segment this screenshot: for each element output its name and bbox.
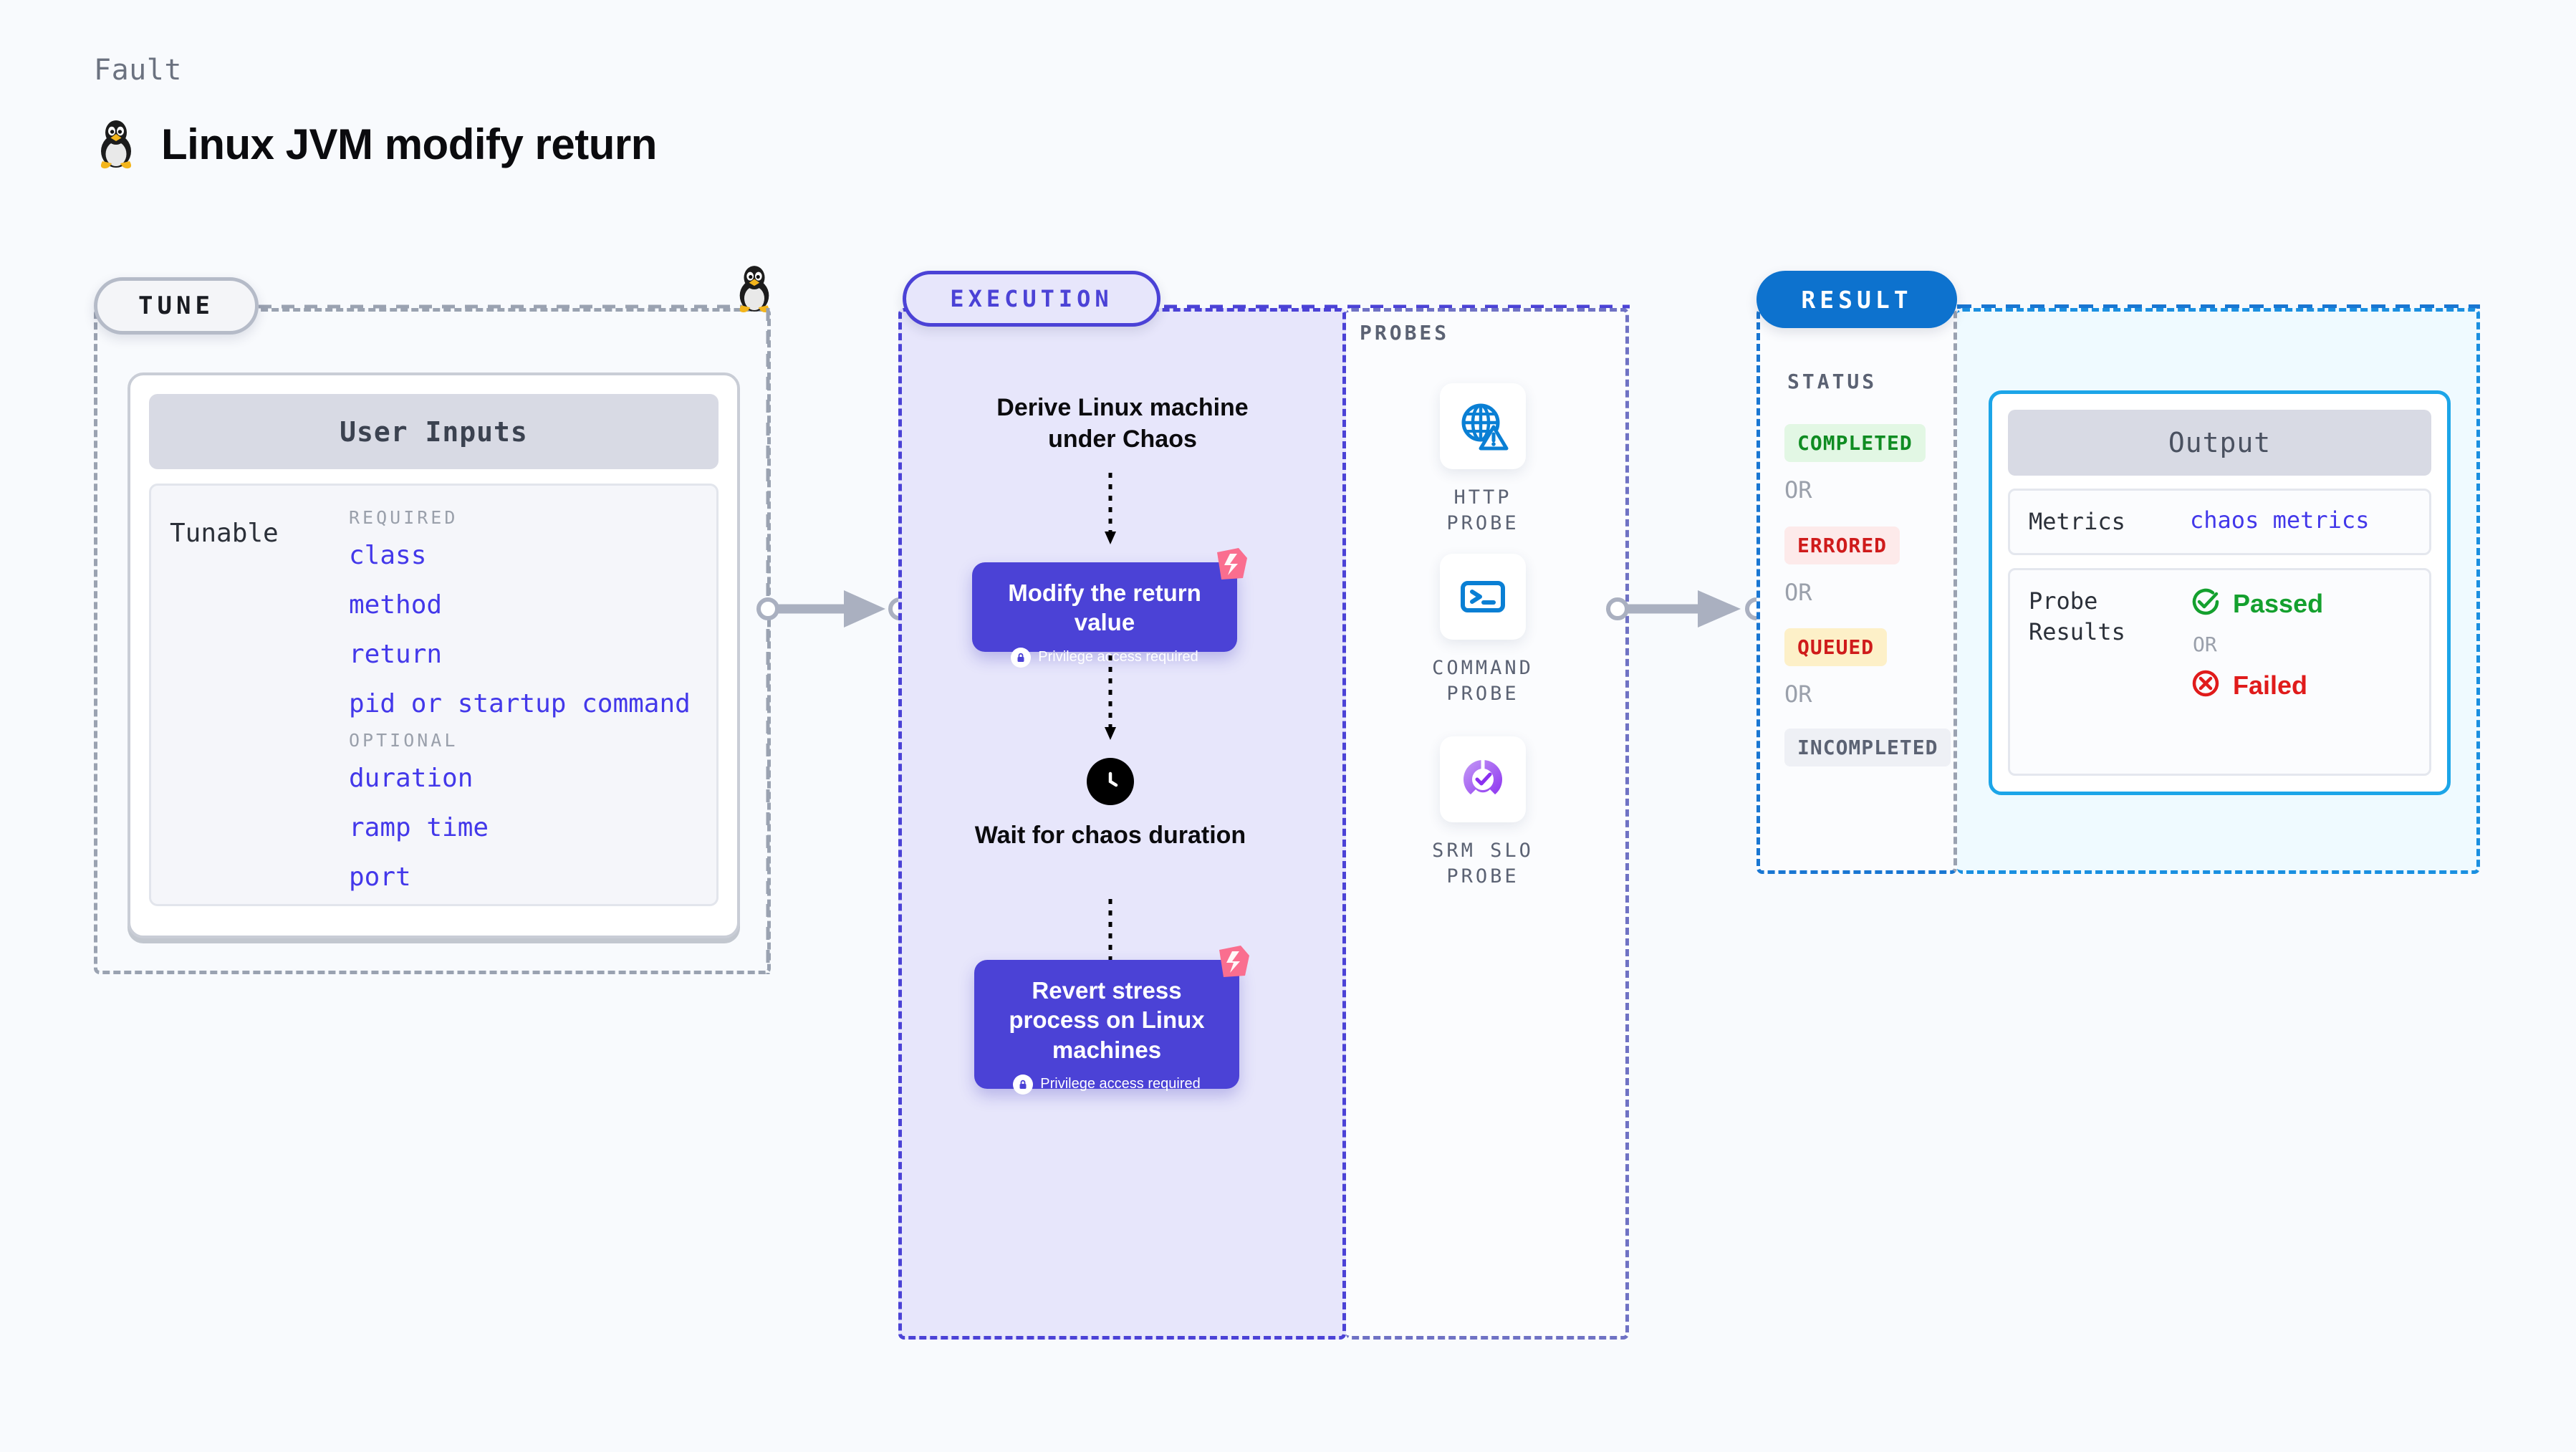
execution-panel: [898, 308, 1346, 1340]
tunable-item-ramp-time[interactable]: ramp time: [349, 813, 489, 842]
terminal-icon: [1440, 554, 1526, 640]
slo-donut-check-icon: [1440, 736, 1526, 822]
execution-node-modify-return-sub: Privilege access required: [985, 647, 1224, 668]
probe-http[interactable]: HTTP PROBE: [1411, 383, 1554, 537]
lock-icon: [1011, 647, 1032, 668]
probe-command[interactable]: COMMAND PROBE: [1411, 554, 1554, 708]
probe-result-passed-label: Passed: [2233, 588, 2324, 618]
output-metrics-key: Metrics: [2029, 508, 2125, 535]
result-pill[interactable]: RESULT: [1756, 271, 1957, 328]
tune-right-dashed-edge: [766, 308, 770, 974]
output-probe-results-values: Passed OR Failed: [2190, 586, 2411, 758]
result-panel: [1756, 308, 1957, 874]
probe-result-failed-label: Failed: [2233, 670, 2308, 700]
probe-result-or: OR: [2193, 633, 2217, 657]
linux-tux-icon: [94, 118, 138, 170]
execution-node-revert-stress-sub: Privilege access required: [987, 1074, 1226, 1095]
tune-top-connector: [259, 304, 746, 309]
execution-arrow-1: [1105, 473, 1116, 544]
page-title: Linux JVM modify return: [94, 118, 657, 170]
execution-node-revert-stress-label: Revert stress process on Linux machines: [1009, 977, 1205, 1063]
probe-srm-slo[interactable]: SRM SLO PROBE: [1411, 736, 1554, 890]
output-metrics-row: Metrics chaos metrics: [2008, 489, 2431, 556]
user-inputs-title: User Inputs: [149, 394, 719, 469]
status-badge-queued: QUEUED: [1784, 628, 1888, 666]
tune-linux-tux-icon: [733, 264, 776, 317]
probe-command-label: COMMAND PROBE: [1432, 657, 1534, 706]
status-or-1: OR: [1784, 476, 1812, 504]
tunable-item-method[interactable]: method: [349, 590, 443, 620]
harness-flag-icon: [1216, 944, 1254, 984]
connector-tune-to-execution: [756, 590, 911, 628]
output-metrics-value[interactable]: chaos metrics: [2190, 506, 2370, 534]
probe-result-failed: Failed: [2190, 668, 2411, 703]
execution-node-modify-return[interactable]: Modify the return value Privilege access…: [972, 548, 1247, 668]
fault-kicker: Fault: [94, 54, 182, 87]
harness-flag-icon: [1214, 547, 1251, 586]
output-title: Output: [2008, 410, 2431, 476]
connector-execution-to-result: [1606, 590, 1768, 628]
output-probe-results-key: Probe Results: [2029, 587, 2125, 646]
check-circle-icon: [2190, 586, 2221, 621]
tunable-item-duration[interactable]: duration: [349, 764, 474, 793]
probe-http-label: HTTP PROBE: [1446, 486, 1519, 535]
probe-result-passed: Passed: [2190, 586, 2411, 621]
user-inputs-body: Tunable REQUIRED class method return pid…: [149, 484, 719, 906]
status-badge-incompleted: INCOMPLETED: [1784, 729, 1951, 766]
tunable-list: REQUIRED class method return pid or star…: [349, 507, 698, 892]
status-or-2: OR: [1784, 579, 1812, 606]
status-badge-errored: ERRORED: [1784, 527, 1900, 564]
x-circle-icon: [2190, 668, 2221, 703]
user-inputs-card: User Inputs Tunable REQUIRED class metho…: [128, 372, 740, 938]
execution-pill[interactable]: EXECUTION: [903, 271, 1160, 327]
tunable-label: Tunable: [170, 519, 279, 548]
tunable-item-class[interactable]: class: [349, 541, 427, 570]
clock-icon: [1087, 758, 1134, 805]
execution-node-revert-stress-sub-text: Privilege access required: [1040, 1076, 1201, 1092]
globe-warning-icon: [1440, 383, 1526, 469]
execution-step-derive-text: Derive Linux machine under Chaos: [996, 394, 1249, 453]
required-group-heading: REQUIRED: [349, 507, 458, 528]
probe-srm-slo-label: SRM SLO PROBE: [1432, 840, 1534, 888]
execution-step-wait-text: Wait for chaos duration: [974, 822, 1246, 849]
tune-pill[interactable]: TUNE: [94, 277, 259, 335]
execution-node-revert-stress[interactable]: Revert stress process on Linux machines …: [974, 946, 1249, 1095]
page-title-text: Linux JVM modify return: [161, 120, 657, 168]
execution-top-connector: [1164, 304, 1630, 309]
probes-title: PROBES: [1360, 321, 1450, 345]
execution-node-modify-return-sub-text: Privilege access required: [1038, 649, 1198, 665]
output-card: Output Metrics chaos metrics Probe Resul…: [1989, 390, 2451, 795]
status-badge-completed: COMPLETED: [1784, 424, 1926, 462]
optional-group-heading: OPTIONAL: [349, 730, 458, 751]
tunable-item-return[interactable]: return: [349, 640, 443, 669]
output-probe-results-row: Probe Results Passed OR: [2008, 568, 2431, 777]
status-title: STATUS: [1787, 370, 1878, 393]
lock-icon: [1013, 1074, 1034, 1095]
execution-arrow-2: [1105, 655, 1116, 740]
result-top-connector: [1957, 304, 2480, 309]
tunable-item-port[interactable]: port: [349, 862, 411, 892]
execution-node-modify-return-label: Modify the return value: [1008, 580, 1201, 636]
tunable-item-pid-or-startup-command[interactable]: pid or startup command: [349, 689, 691, 718]
status-or-3: OR: [1784, 681, 1812, 708]
probes-panel: [1346, 308, 1629, 1340]
